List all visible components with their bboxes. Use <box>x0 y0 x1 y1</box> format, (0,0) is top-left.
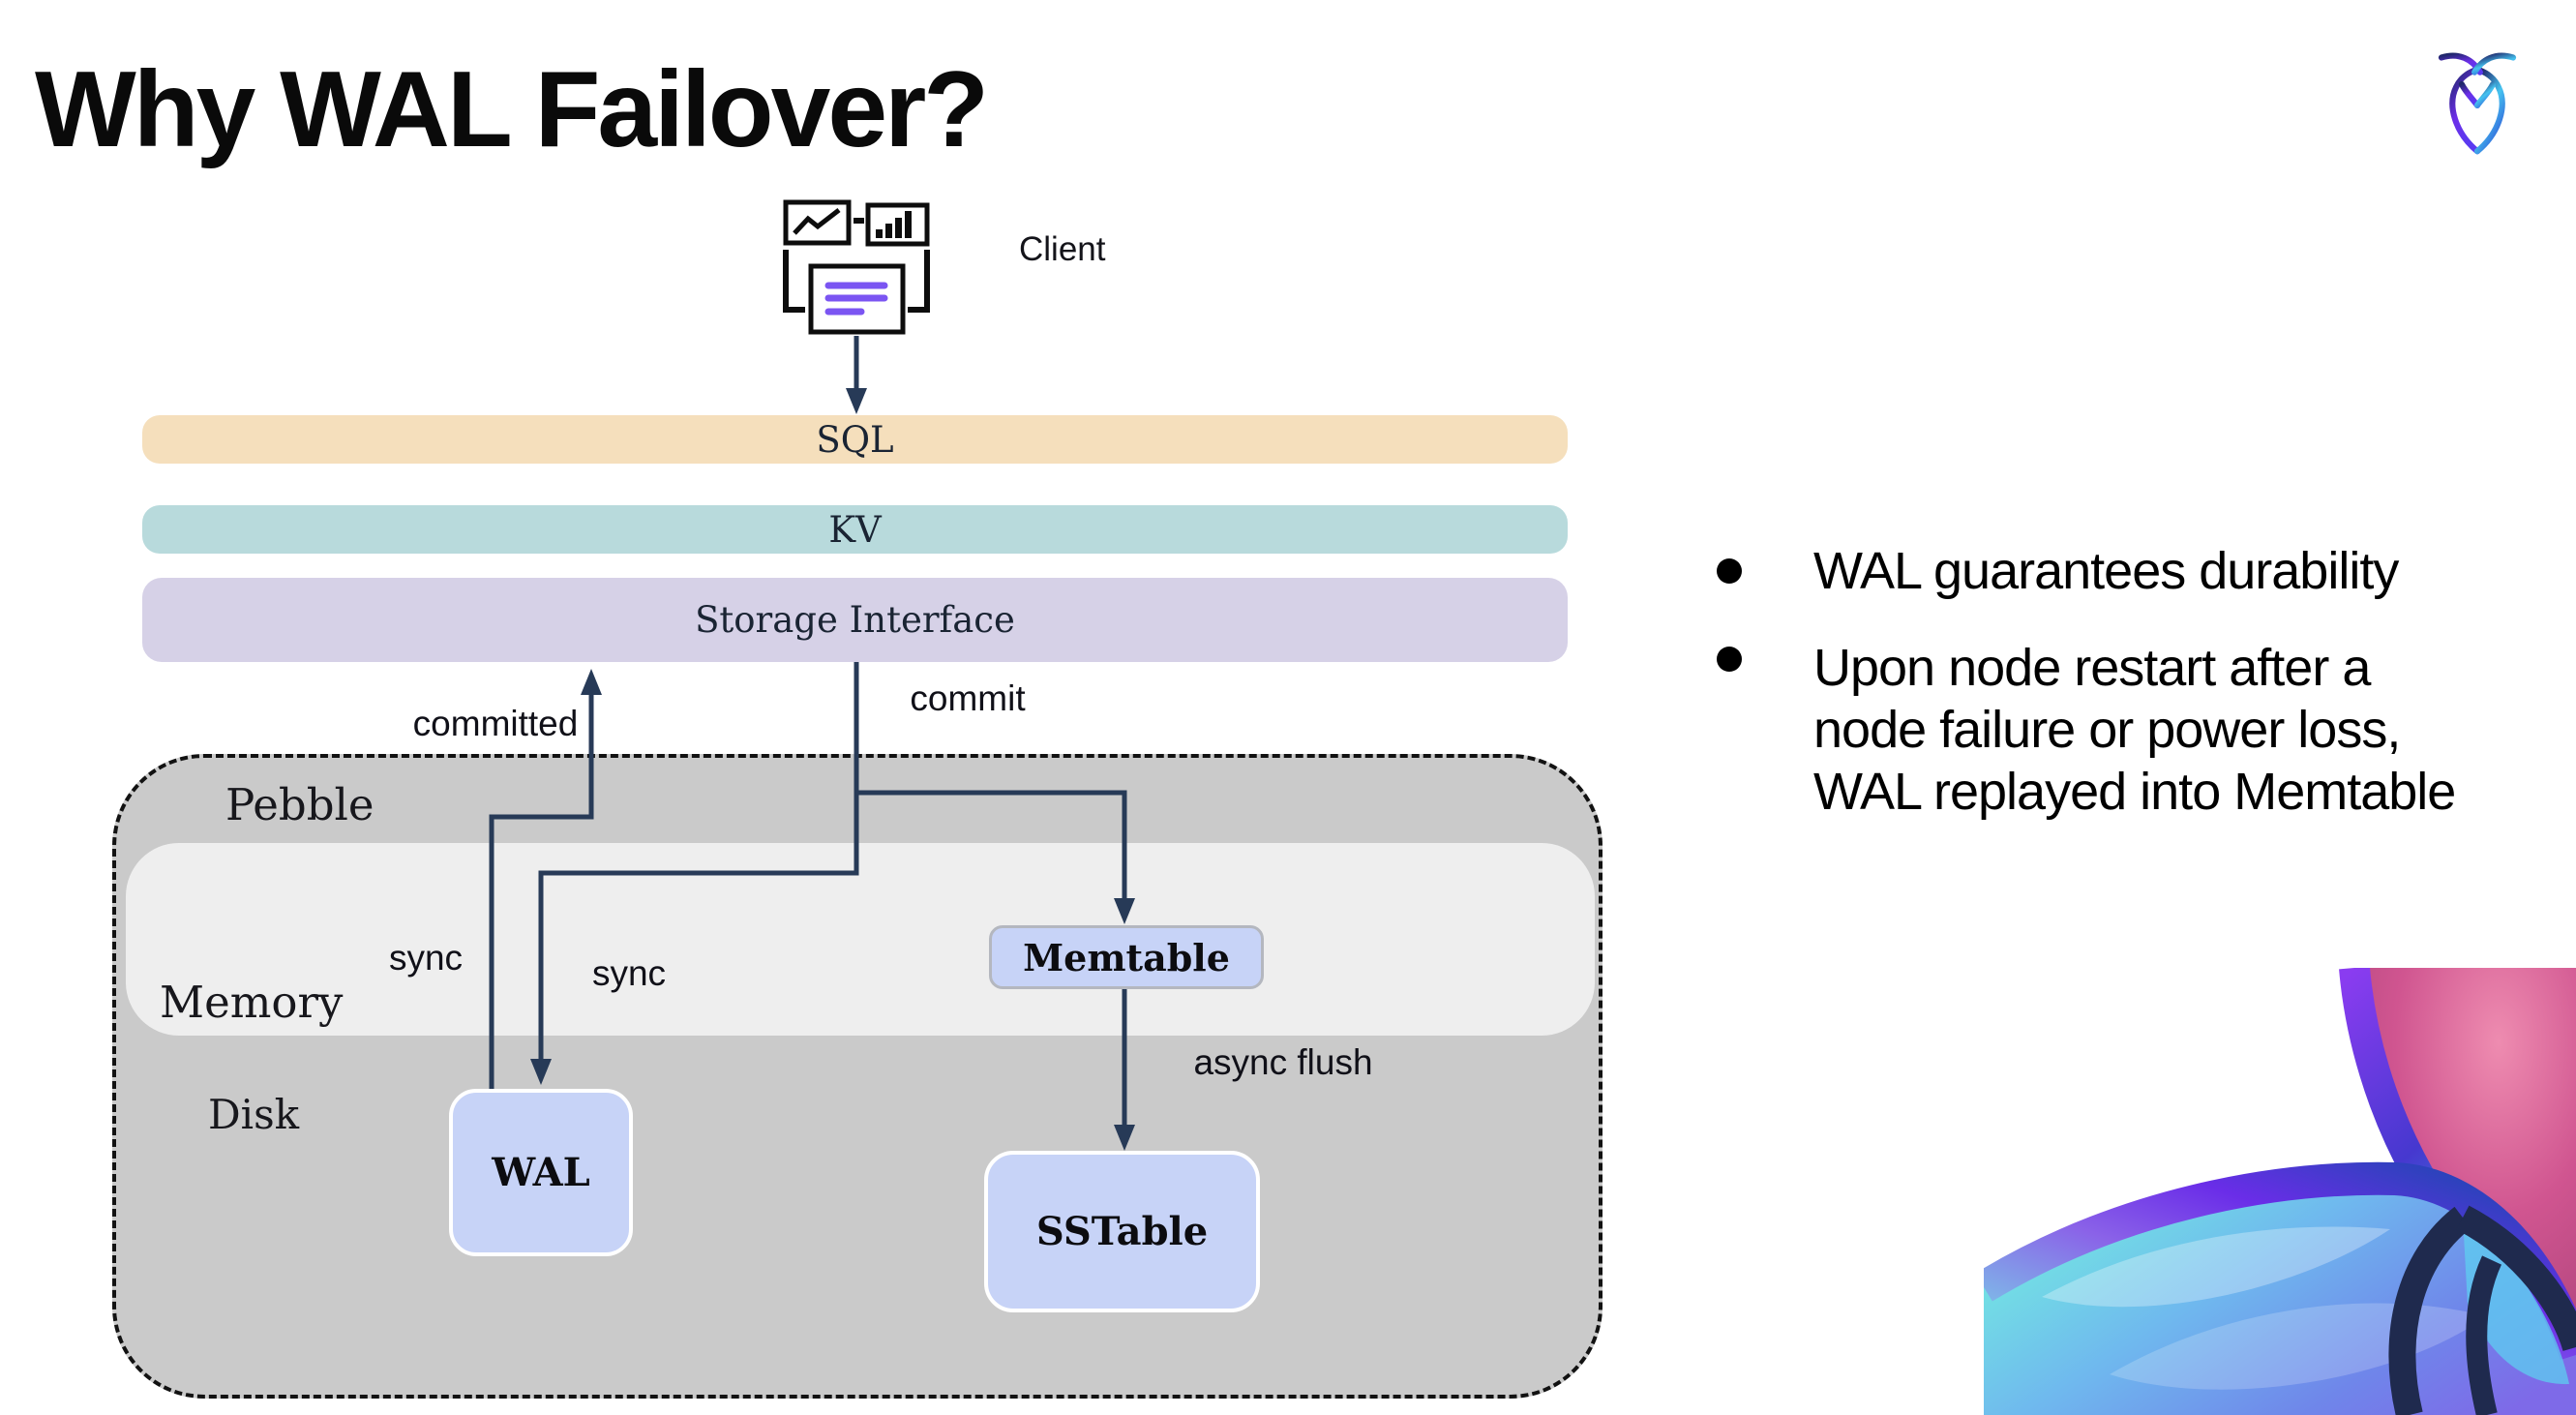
bullet-item-1: WAL guarantees durability <box>1813 542 2399 600</box>
bar-chart-icon <box>865 202 930 247</box>
bullet-marker <box>1717 647 1742 672</box>
document-icon <box>783 250 930 335</box>
disk-label: Disk <box>208 1091 300 1138</box>
edge-label-sync-right: sync <box>591 953 667 993</box>
memory-band <box>126 843 1595 1036</box>
memory-label: Memory <box>160 977 344 1028</box>
node-memtable: Memtable <box>989 925 1264 989</box>
cockroachdb-logo-icon <box>2438 52 2517 155</box>
bullet-marker <box>1717 558 1742 584</box>
layer-kv: KV <box>142 505 1568 554</box>
client-label: Client <box>1019 230 1106 268</box>
layer-sql: SQL <box>142 415 1568 464</box>
memtable-label: Memtable <box>1023 935 1230 979</box>
node-wal: WAL <box>449 1089 633 1256</box>
decorative-flourish <box>1984 968 2576 1415</box>
edge-label-committed: committed <box>412 704 579 743</box>
wal-label: WAL <box>492 1150 590 1195</box>
layer-storage-label: Storage Interface <box>695 599 1015 641</box>
node-sstable: SSTable <box>984 1151 1260 1312</box>
line-chart-icon <box>783 199 852 246</box>
edge-label-async-flush: async flush <box>1193 1042 1373 1082</box>
pebble-label: Pebble <box>225 779 374 830</box>
client-icon <box>783 199 930 335</box>
slide-title: Why WAL Failover? <box>35 49 989 169</box>
bullet-item-2: Upon node restart after a node failure o… <box>1813 639 2456 821</box>
layer-storage-interface: Storage Interface <box>142 578 1568 662</box>
sstable-label: SSTable <box>1035 1209 1209 1254</box>
layer-kv-label: KV <box>828 508 882 551</box>
edge-label-sync-left: sync <box>388 938 464 978</box>
edge-label-commit: commit <box>910 678 1026 718</box>
layer-sql-label: SQL <box>816 418 894 461</box>
